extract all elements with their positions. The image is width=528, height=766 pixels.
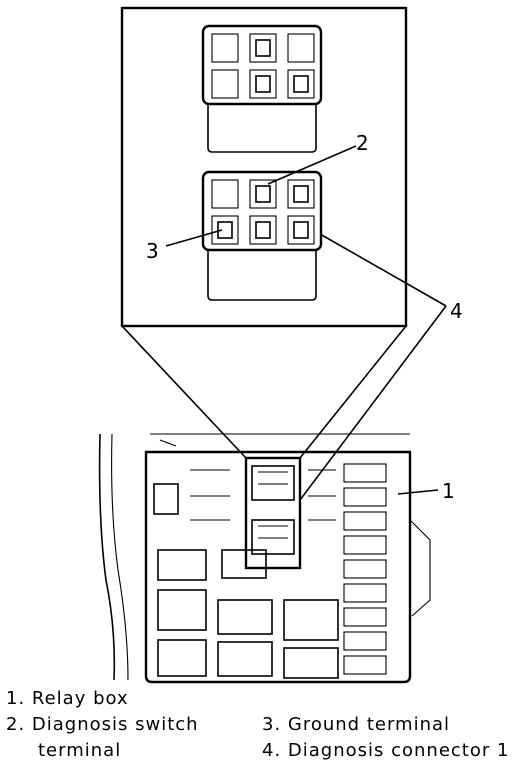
legend-item-diagnosis-switch: 2. Diagnosis switch [6, 714, 199, 735]
legend-item-diagnosis-connector: 4. Diagnosis connector 1 [262, 740, 510, 761]
callout-4: 4 [450, 299, 463, 323]
callout-3: 3 [146, 239, 159, 263]
callout-1: 1 [442, 479, 455, 503]
leader-lines [165, 145, 447, 501]
zoom-inset [120, 6, 408, 459]
legend-item-relay-box: 1. Relay box [6, 688, 129, 709]
relay-box [144, 450, 412, 684]
legend-item-ground-terminal: 3. Ground terminal [262, 714, 451, 735]
legend-item-diagnosis-switch-cont: terminal [38, 740, 122, 761]
upper-connector [201, 24, 323, 153]
vehicle-body [98, 433, 431, 681]
callout-2: 2 [356, 131, 369, 155]
diagnosis-connector [201, 170, 323, 301]
